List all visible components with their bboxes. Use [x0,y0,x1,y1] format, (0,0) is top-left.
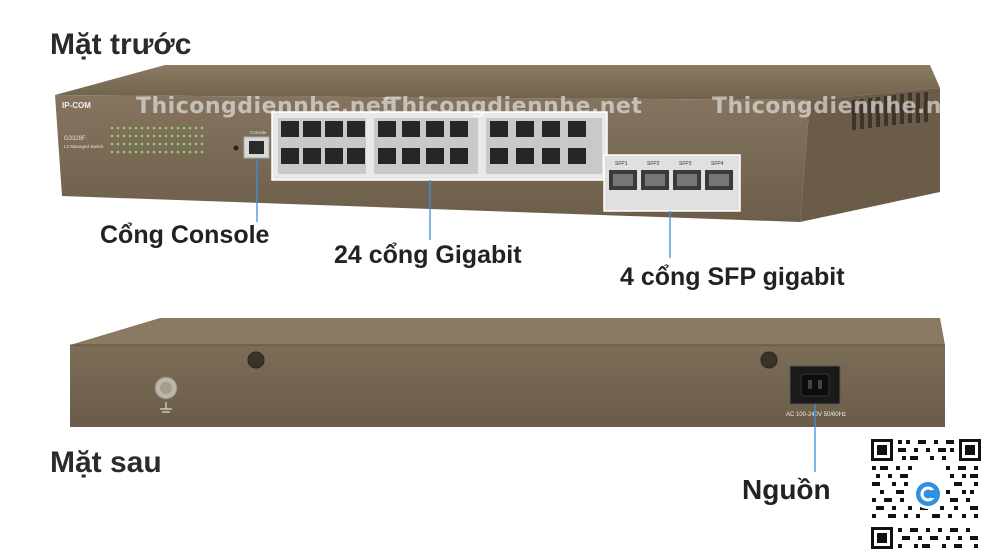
gigabit-ports-callout: 24 cổng Gigabit [334,241,522,269]
led-indicators [110,126,204,154]
console-label: Console [250,130,267,135]
sfp-ports-callout: 4 cổng SFP gigabit [620,263,845,291]
console-port-callout: Cổng Console [100,221,270,249]
watermark-2: Thicongdiennhe.net [386,94,643,119]
ground-icon [154,376,178,413]
model-label: G3328F [64,136,86,142]
power-spec-label: AC 100-240V 50/60Hz [786,412,846,418]
sfp1-label: SFP1 [615,161,628,167]
power-socket [789,365,841,405]
console-port-socket [249,141,264,154]
model-subtitle: L2 Managed Switch [64,144,104,149]
watermark-1: Thicongdiennhe.net [136,94,393,119]
callout-lines [256,158,816,472]
gigabit-port-block [271,111,608,181]
reset-button [233,145,239,151]
qr-code-icon [868,436,984,552]
sfp-port-block [603,154,741,212]
power-callout: Nguồn [742,474,831,505]
sfp2-label: SFP2 [647,161,660,167]
sfp3-label: SFP3 [679,161,692,167]
rear-panel-heading: Mặt sau [50,446,162,479]
brand-logo: IP-COM [62,101,91,110]
watermark-3: Thicongdiennhe.net [712,94,969,119]
front-panel-heading: Mặt trước [50,28,192,61]
sfp4-label: SFP4 [711,161,724,167]
